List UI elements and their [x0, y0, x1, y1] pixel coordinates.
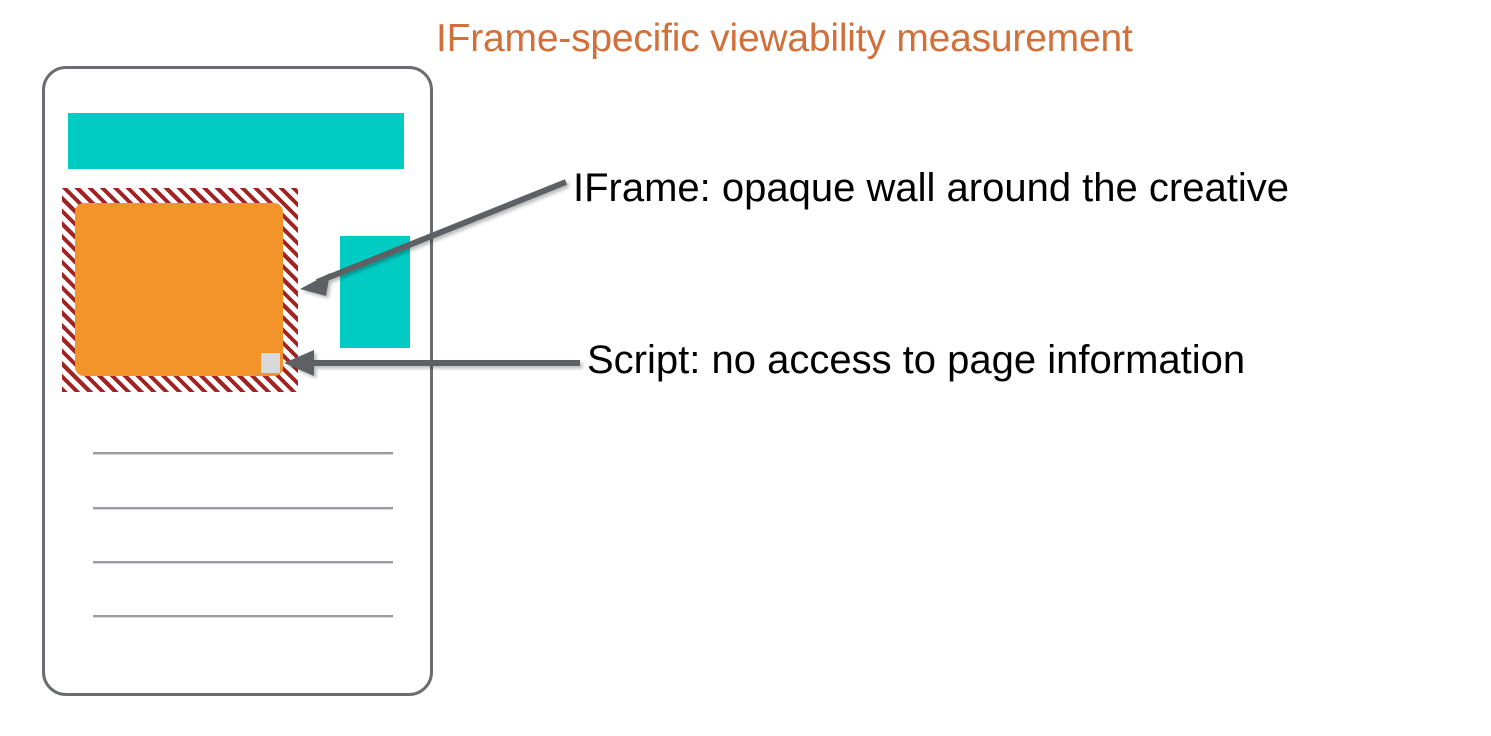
- page-body-text-line: [93, 561, 393, 563]
- page-body-text-line: [93, 507, 393, 509]
- page-side-block: [340, 236, 410, 348]
- ad-creative: [75, 203, 283, 376]
- page-body-text-line: [93, 452, 393, 454]
- page-title: IFrame-specific viewability measurement: [436, 17, 1133, 60]
- callout-label-iframe: IFrame: opaque wall around the creative: [573, 166, 1289, 210]
- page-banner-top: [68, 113, 404, 169]
- page-body-text-line: [93, 615, 393, 617]
- callout-label-script: Script: no access to page information: [587, 338, 1246, 382]
- measurement-script-pixel: [261, 353, 280, 373]
